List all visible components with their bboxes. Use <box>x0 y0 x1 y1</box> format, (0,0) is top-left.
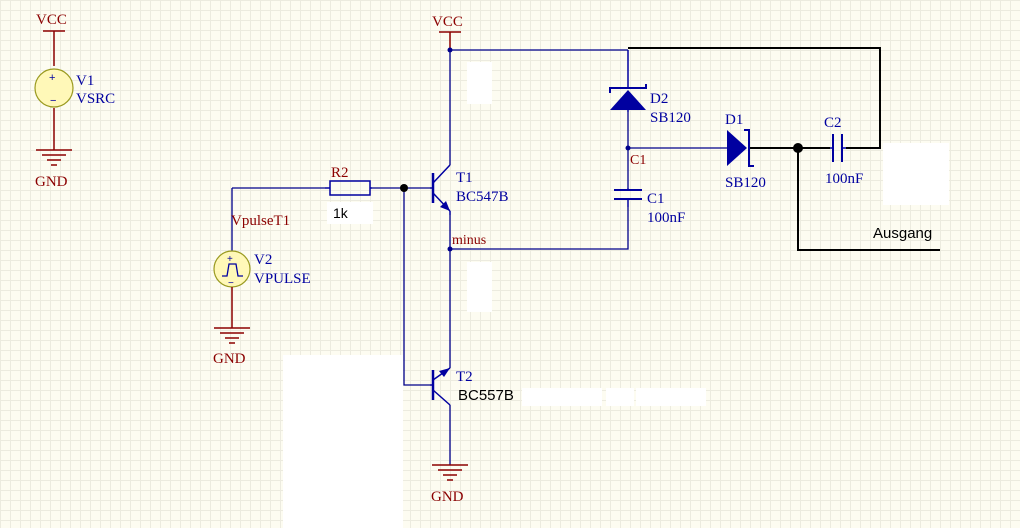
capacitor-c1: C1 100nF <box>614 188 685 226</box>
v2-designator: V2 <box>254 252 272 268</box>
net-label-c1-node: C1 <box>630 153 646 168</box>
t2-value: BC557B <box>458 387 514 404</box>
v1-value: VSRC <box>76 91 115 107</box>
capacitor-c2: C2 100nF <box>824 115 863 187</box>
resistor-icon <box>329 180 371 196</box>
vcc-power-port-left: VCC <box>36 12 67 66</box>
c2-designator: C2 <box>824 115 842 131</box>
pnp-transistor-icon <box>430 367 451 406</box>
svg-text:−: − <box>50 95 56 107</box>
c2-value: 100nF <box>825 171 863 187</box>
svg-text:+: + <box>227 254 233 265</box>
svg-text:−: − <box>228 278 234 289</box>
transistor-t1: T1 BC547B <box>430 164 509 215</box>
d1-designator: D1 <box>725 112 743 128</box>
v1-designator: V1 <box>76 73 94 89</box>
dc-voltage-source-icon <box>34 68 74 108</box>
svg-text:+: + <box>49 72 55 84</box>
gnd-v1: GND <box>35 108 72 190</box>
c1-designator: C1 <box>647 191 665 207</box>
r2-value: 1k <box>333 205 349 221</box>
d2-value: SB120 <box>650 110 691 126</box>
vcc-power-port-top: VCC <box>432 14 463 50</box>
v2-pulse-source: VpulseT1 + − V2 VPULSE <box>213 213 311 289</box>
c1-value: 100nF <box>647 210 685 226</box>
net-label-minus: minus <box>452 233 486 248</box>
d1-value: SB120 <box>725 175 766 191</box>
gnd-label-v2: GND <box>213 351 246 367</box>
diode-d1: D1 SB120 <box>725 112 766 191</box>
t1-value: BC547B <box>456 189 509 205</box>
transistor-t2: T2 BC557B <box>430 367 514 406</box>
r2-designator: R2 <box>331 165 349 181</box>
blank-patches <box>283 62 949 528</box>
v1-dc-source: + − V1 VSRC <box>34 68 115 108</box>
junction-dots <box>400 47 803 252</box>
t1-designator: T1 <box>456 170 473 186</box>
net-label-output: Ausgang <box>873 225 932 242</box>
wires-blue <box>231 49 727 465</box>
npn-transistor-icon <box>430 164 451 215</box>
d2-designator: D2 <box>650 91 668 107</box>
diode-d2: D2 SB120 <box>609 50 691 126</box>
capacitor-icon <box>614 189 642 200</box>
v2-value: VPULSE <box>254 271 311 287</box>
gnd-label-v1: GND <box>35 174 68 190</box>
gnd-t2: GND <box>431 464 468 505</box>
capacitor-icon <box>832 134 843 162</box>
schottky-diode-icon <box>727 130 747 166</box>
gnd-label-t2: GND <box>431 489 464 505</box>
vcc-label-top: VCC <box>432 14 463 30</box>
wires-black <box>628 47 940 251</box>
resistor-r2: R2 1k <box>325 165 373 224</box>
gnd-v2: GND <box>213 287 250 367</box>
t2-designator: T2 <box>456 369 473 385</box>
vcc-label-left: VCC <box>36 12 67 28</box>
schottky-diode-icon <box>610 90 646 110</box>
net-label-vpulse: VpulseT1 <box>231 213 290 229</box>
